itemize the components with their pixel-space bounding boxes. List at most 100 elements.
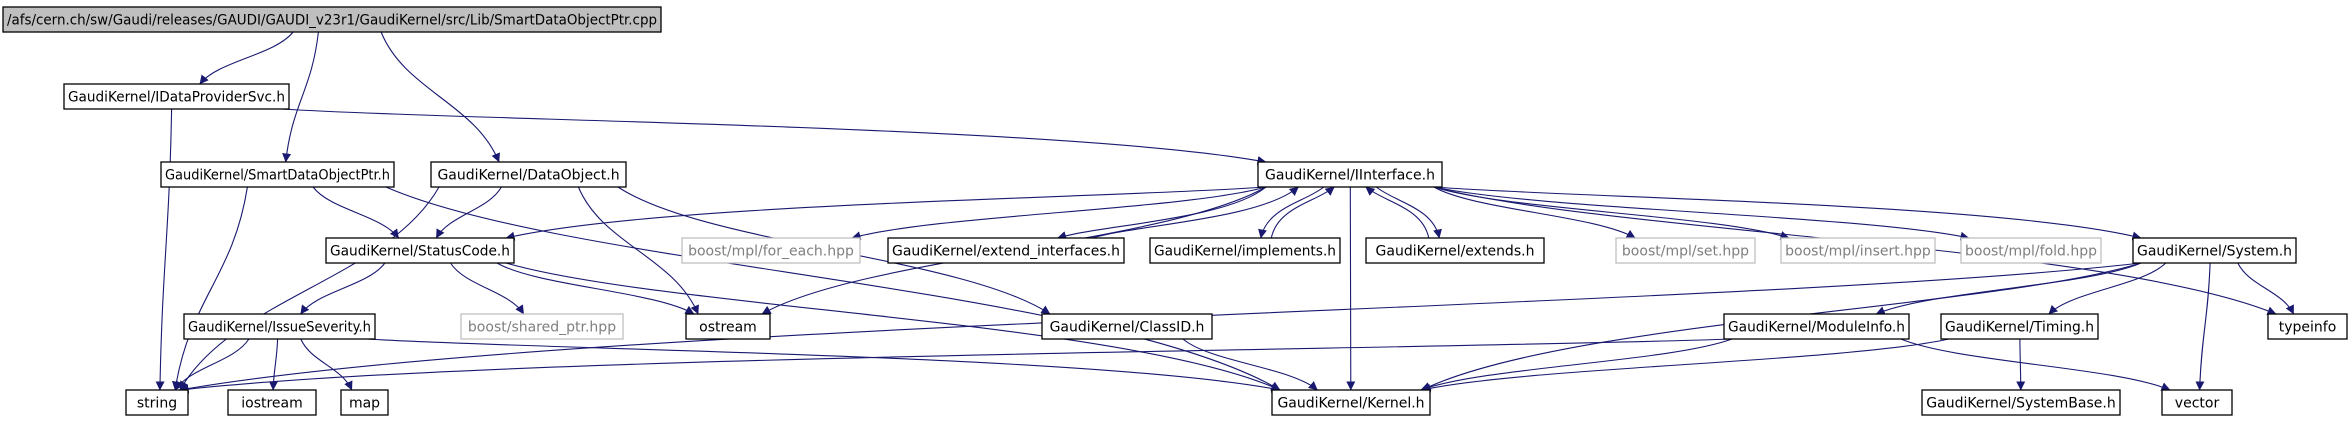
edge-clid-to-kern [1182,338,1318,391]
edge-isev-to-strg [174,338,250,391]
node-box-modi [1723,313,1910,340]
node-label-bins: boost/mpl/insert.hpp [1785,244,1931,260]
node-label-bmfe: boost/mpl/for_each.hpp [688,244,854,260]
edge-sdop-to-kern [385,186,1281,391]
edge-exti-to-iint [1091,186,1299,239]
node-modi[interactable]: GaudiKernel/ModuleInfo.h [1723,313,1910,340]
node-label-impl: GaudiKernel/implements.h [1154,244,1336,260]
edge-iint-to-exti [1057,186,1267,240]
node-label-extd: GaudiKernel/extends.h [1376,244,1535,260]
node-box-timi [1940,313,2099,340]
node-isev[interactable]: GaudiKernel/IssueSeverity.h [183,313,376,340]
node-box-dobj [430,161,627,188]
edge-iint-to-impl [1258,186,1325,239]
node-box-bset [1615,237,1756,264]
node-bmfe: boost/mpl/for_each.hpp [681,237,861,264]
edge-modi-to-vect [1900,338,2171,391]
edge-dobj-to-stat [435,186,502,239]
edge-syst-to-vect [2195,262,2211,391]
node-label-isev: GaudiKernel/IssueSeverity.h [188,320,371,336]
edge-idps-to-strg [155,108,173,391]
node-label-ostr: ostream [699,320,757,336]
node-stat[interactable]: GaudiKernel/StatusCode.h [325,237,515,264]
edge-iint-to-stat [505,186,1267,241]
node-label-root: /afs/cern.ch/sw/Gaudi/releases/GAUDI/GAU… [7,13,657,29]
node-ostr[interactable]: ostream [685,313,771,340]
edge-stat-to-bshp [450,262,525,315]
node-root[interactable]: /afs/cern.ch/sw/Gaudi/releases/GAUDI/GAU… [2,6,662,33]
node-box-bins [1780,237,1936,264]
edge-dobj-to-ostr [577,186,699,315]
edge-modi-to-kern [1420,338,1733,392]
node-bshp: boost/shared_ptr.hpp [460,313,624,340]
node-label-map: map [349,396,380,412]
node-box-impl [1149,237,1341,264]
node-label-modi: GaudiKernel/ModuleInfo.h [1728,320,1905,336]
node-label-dobj: GaudiKernel/DataObject.h [437,168,619,184]
edge-sdop-to-strg [171,186,248,391]
node-box-ostr [685,313,771,340]
node-sysb[interactable]: GaudiKernel/SystemBase.h [1921,389,2121,416]
node-bins: boost/mpl/insert.hpp [1780,237,1936,264]
node-tinf[interactable]: typeinfo [2267,313,2348,340]
node-box-bmfe [681,237,861,264]
edge-timi-to-sysb [2016,338,2026,391]
node-box-iint [1257,161,1443,188]
node-label-syst: GaudiKernel/System.h [2137,244,2292,260]
node-map[interactable]: map [340,389,389,416]
edge-root-to-idps [199,31,294,85]
edge-iint-to-kern [1346,186,1356,391]
node-bfold: boost/mpl/fold.hpp [1960,237,2102,264]
edge-modi-to-strg [179,338,1733,394]
node-label-idps: GaudiKernel/IDataProviderSvc.h [68,90,285,106]
node-box-strg [125,389,189,416]
node-box-syst [2132,237,2297,264]
edge-sdop-to-stat [312,186,400,239]
node-iost[interactable]: iostream [227,389,317,416]
edge-syst-to-timi [2048,262,2167,315]
node-dobj[interactable]: GaudiKernel/DataObject.h [430,161,627,188]
node-label-sysb: GaudiKernel/SystemBase.h [1926,396,2115,412]
edge-iint-to-extd [1375,186,1442,239]
node-syst[interactable]: GaudiKernel/System.h [2132,237,2297,264]
node-kern[interactable]: GaudiKernel/Kernel.h [1271,389,1431,416]
node-extd[interactable]: GaudiKernel/extends.h [1365,237,1545,264]
node-box-map [340,389,389,416]
node-idps[interactable]: GaudiKernel/IDataProviderSvc.h [63,83,290,110]
node-box-vect [2161,389,2233,416]
node-label-kern: GaudiKernel/Kernel.h [1277,396,1424,412]
node-box-clid [1041,313,1213,340]
node-label-bshp: boost/shared_ptr.hpp [468,320,616,336]
node-label-iint: GaudiKernel/IInterface.h [1265,168,1435,184]
edge-iint-to-bset [1433,186,1636,239]
node-box-exti [887,237,1125,264]
node-label-vect: vector [2175,396,2220,412]
node-iint[interactable]: GaudiKernel/IInterface.h [1257,161,1443,188]
node-timi[interactable]: GaudiKernel/Timing.h [1940,313,2099,340]
edge-root-to-sdop [282,31,319,163]
node-clid[interactable]: GaudiKernel/ClassID.h [1041,313,1213,340]
node-label-bfold: boost/mpl/fold.hpp [1965,244,2097,260]
node-box-extd [1365,237,1545,264]
edge-iint-to-bfold [1433,186,1970,241]
node-label-strg: string [137,396,177,412]
node-box-sdop [160,161,395,188]
node-bset: boost/mpl/set.hpp [1615,237,1756,264]
node-label-clid: GaudiKernel/ClassID.h [1050,320,1205,336]
edge-root-to-dobj [380,31,500,163]
node-label-stat: GaudiKernel/StatusCode.h [330,244,510,260]
node-strg[interactable]: string [125,389,189,416]
node-sdop[interactable]: GaudiKernel/SmartDataObjectPtr.h [160,161,395,188]
node-box-sysb [1921,389,2121,416]
node-label-exti: GaudiKernel/extend_interfaces.h [892,244,1120,260]
edge-idps-to-iint [280,108,1267,165]
node-impl[interactable]: GaudiKernel/implements.h [1149,237,1341,264]
edge-stat-to-isev [300,262,386,315]
edge-isev-to-map [300,338,353,391]
node-box-stat [325,237,515,264]
node-label-sdop: GaudiKernel/SmartDataObjectPtr.h [165,168,390,184]
node-exti[interactable]: GaudiKernel/extend_interfaces.h [887,237,1125,264]
edge-extd-to-iint [1365,186,1430,239]
node-vect[interactable]: vector [2161,389,2233,416]
nodes-layer: /afs/cern.ch/sw/Gaudi/releases/GAUDI/GAU… [2,6,2348,416]
